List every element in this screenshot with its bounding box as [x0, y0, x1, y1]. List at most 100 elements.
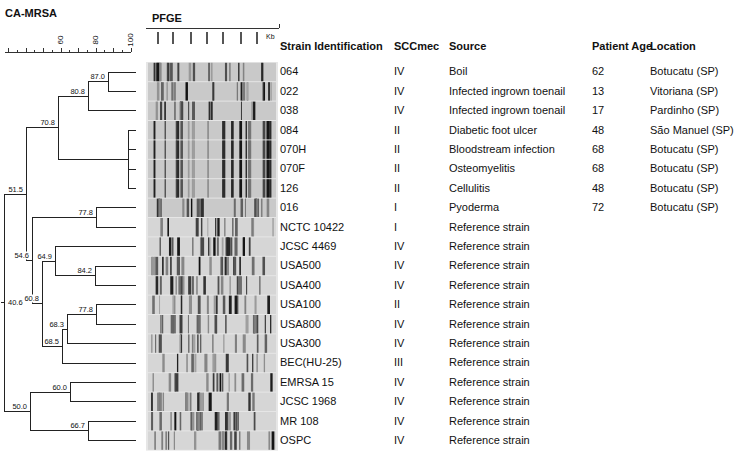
- table-cell: IV: [394, 259, 404, 272]
- ruler-tick: [131, 48, 132, 52]
- ruler-tick: [87, 50, 88, 52]
- gel-header-line: [146, 28, 279, 29]
- gel-band: [177, 257, 180, 275]
- gel-band: [223, 334, 225, 352]
- table-cell: II: [394, 182, 400, 195]
- gel-band: [188, 140, 190, 158]
- gel-band: [162, 354, 164, 372]
- gel-band: [268, 82, 270, 100]
- gel-band: [180, 102, 183, 120]
- table-cell: 68: [592, 162, 604, 175]
- gel-band: [225, 412, 228, 430]
- dendrogram-branch: [88, 440, 136, 441]
- gel-band: [178, 276, 181, 294]
- unit-label: Kb: [266, 33, 275, 41]
- gel-band: [170, 412, 172, 430]
- gel-band: [176, 179, 177, 197]
- gel-band: [261, 63, 263, 81]
- dendrogram-branch: [32, 303, 42, 304]
- gel-band: [225, 431, 227, 449]
- gel-band: [176, 276, 177, 294]
- gel-band: [176, 160, 177, 178]
- ruler-tick: [61, 48, 62, 52]
- dendrogram-branch: [88, 82, 89, 111]
- gel-band: [197, 412, 200, 430]
- gel-lane: [148, 393, 276, 411]
- table-cell: IV: [394, 240, 404, 253]
- gel-band: [268, 431, 270, 449]
- gel-band: [213, 237, 215, 255]
- gel-band: [249, 179, 252, 197]
- gel-band: [203, 276, 206, 294]
- gel-band: [231, 121, 234, 139]
- dendrogram-branch: [55, 275, 95, 276]
- gel-band: [189, 296, 192, 314]
- dendrogram-branch: [95, 285, 136, 286]
- gel-band: [165, 431, 167, 449]
- gel-band: [188, 276, 191, 294]
- gel-band: [256, 315, 258, 333]
- gel-band: [215, 315, 218, 333]
- gel-band: [173, 296, 175, 314]
- table-cell: 13: [592, 85, 604, 98]
- table-cell: IV: [394, 85, 404, 98]
- gel-band: [203, 199, 204, 217]
- gel-lane: [148, 296, 276, 314]
- table-cell: MR 108: [280, 415, 319, 428]
- gel-band: [242, 82, 245, 100]
- gel-band: [194, 354, 196, 372]
- gel-band: [160, 315, 162, 333]
- gel-band: [192, 160, 195, 178]
- table-cell: II: [394, 124, 400, 137]
- dendrogram-branch: [30, 430, 88, 431]
- table-cell: 038: [280, 104, 298, 117]
- gel-band: [207, 140, 209, 158]
- gel-band: [198, 315, 200, 333]
- gel-band: [165, 121, 166, 139]
- gel-band: [193, 63, 195, 81]
- gel-band: [263, 121, 266, 139]
- gel-band: [248, 121, 250, 139]
- gel-band: [224, 218, 225, 236]
- gel-band: [154, 140, 156, 158]
- dendrogram-branch: [62, 329, 67, 330]
- gel-band: [180, 179, 183, 197]
- gel-band: [212, 82, 214, 100]
- gel-band: [254, 199, 257, 217]
- gel-band: [259, 276, 261, 294]
- gel-band: [174, 102, 175, 120]
- gel-band: [159, 412, 161, 430]
- table-cell: I: [394, 201, 397, 214]
- table-cell: IV: [394, 415, 404, 428]
- gel-band: [217, 237, 219, 255]
- similarity-value: 60.0: [51, 383, 68, 391]
- gel-band: [234, 373, 236, 391]
- dendrogram-branch: [128, 130, 129, 188]
- gel-band: [221, 257, 223, 275]
- gel-band: [157, 63, 160, 81]
- table-cell: Reference strain: [449, 415, 530, 428]
- table-cell: 17: [592, 104, 604, 117]
- gel-lane: [148, 354, 276, 372]
- gel-band: [196, 218, 199, 236]
- gel-band: [164, 102, 166, 120]
- gel-band: [241, 102, 242, 120]
- gel-band: [186, 393, 189, 411]
- gel-band: [181, 257, 184, 275]
- figure-title: CA-MRSA: [5, 7, 57, 20]
- gel-band: [156, 276, 159, 294]
- gel-band: [151, 334, 152, 352]
- gel-band: [190, 393, 192, 411]
- gel-band: [248, 160, 251, 178]
- column-header: Source: [449, 40, 486, 53]
- ruler-tick: [78, 48, 79, 52]
- table-cell: IV: [394, 395, 404, 408]
- dendrogram-branch: [96, 304, 136, 305]
- table-cell: Vitoriana (SP): [650, 85, 718, 98]
- dendrogram-branch: [128, 130, 136, 131]
- gel-band: [220, 257, 223, 275]
- gel-band: [180, 412, 182, 430]
- gel-band: [180, 334, 181, 352]
- gel-band: [176, 121, 177, 139]
- gel-band: [181, 296, 183, 314]
